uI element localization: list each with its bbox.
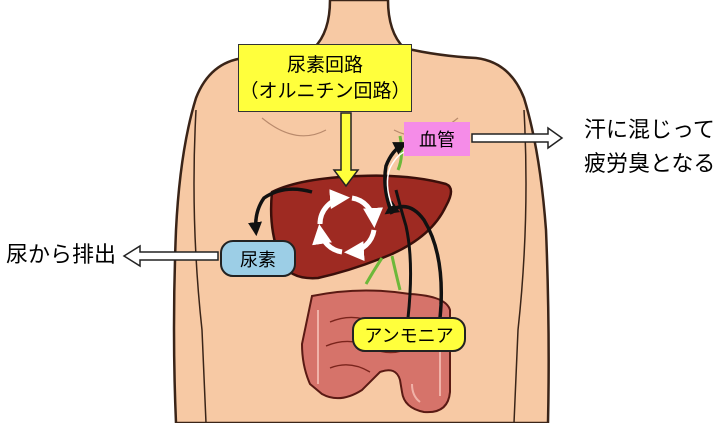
left-arm-line [193, 109, 207, 423]
liver-to-vessel-arrow [383, 142, 408, 215]
urine-excretion-label: 尿から排出 [6, 243, 117, 268]
urea-cycle-box: 尿素回路 （オルニチン回路） [238, 44, 412, 112]
urea-cycle-title: 尿素回路 [286, 54, 363, 76]
chest-line-left [261, 117, 327, 137]
urea-label: 尿素 [220, 240, 296, 277]
cycle-arrow-3 [344, 229, 377, 262]
urea-to-urine-arrow [122, 244, 219, 268]
sweat-odor-text: 汗に混じって 疲労臭となる [584, 114, 715, 182]
cycle-arrow-4 [312, 224, 343, 255]
urea-text: 尿素 [240, 249, 276, 271]
ammonia-text: アンモニア [364, 325, 454, 347]
ammonia-label: アンモニア [352, 317, 466, 352]
sweat-line-2: 疲労臭となる [584, 152, 716, 177]
down-arrow [332, 112, 360, 188]
blood-vessel-text: 血管 [419, 130, 455, 151]
vessel-inner-arrow [386, 151, 405, 207]
bile-duct [364, 255, 402, 291]
urine-excretion-text: 尿から排出 [6, 239, 116, 273]
blood-vessel-label: 血管 [404, 122, 470, 156]
liver-to-urea-arrow [248, 187, 313, 237]
cycle-arrow-2 [351, 195, 384, 228]
ammonia-to-vessel-arrow [394, 189, 413, 319]
cycle-arrow-1 [317, 189, 350, 225]
ornithine-cycle-subtitle: （オルニチン回路） [239, 80, 411, 102]
sweat-line-1: 汗に混じって [584, 118, 715, 143]
vessel-to-sweat-arrow [471, 126, 564, 150]
